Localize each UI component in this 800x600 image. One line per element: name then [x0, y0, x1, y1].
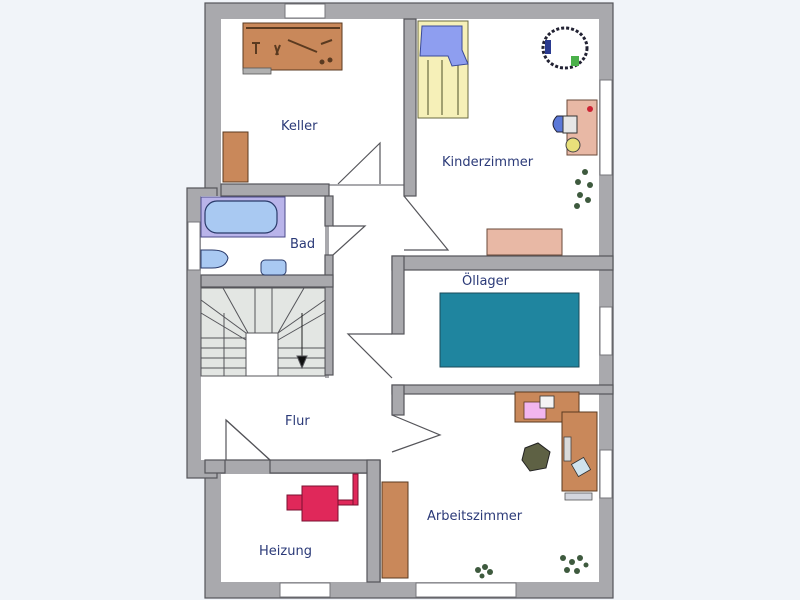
monitor — [570, 456, 592, 478]
plant-icon — [574, 169, 593, 209]
sink — [260, 259, 287, 276]
window-bad — [187, 221, 201, 271]
floor-heizung — [221, 474, 367, 582]
door-arbeitszimmer — [391, 414, 442, 453]
wall-heizung-top — [269, 459, 381, 474]
kids-sideboard — [486, 228, 563, 256]
heating-boiler — [286, 473, 359, 522]
window-kinderzimmer — [599, 79, 613, 176]
bookshelf — [381, 481, 409, 579]
printer-shelf — [564, 492, 593, 501]
room-floors — [201, 19, 599, 582]
doors — [225, 141, 450, 461]
door-heizung-leaf — [225, 419, 271, 461]
room-label-kinderzimmer: Kinderzimmer — [442, 155, 534, 170]
kids-chair-seat — [562, 115, 578, 134]
room-label-bad: Bad — [290, 237, 315, 252]
toilet — [200, 249, 229, 269]
window-arbeitszimmer-bottom — [415, 582, 517, 598]
plant-icon — [560, 555, 589, 574]
window-keller — [284, 3, 326, 19]
door-keller — [337, 141, 381, 185]
keller-furniture — [222, 22, 343, 183]
wall-arbeit-left — [391, 384, 405, 416]
stair-direction-arrow-icon — [296, 355, 308, 370]
workbench — [242, 22, 343, 71]
bed-blanket — [419, 25, 469, 67]
wall-bad-right — [324, 195, 334, 227]
door-oellager — [346, 333, 393, 379]
stool — [565, 137, 581, 153]
wall-keller-bottom — [220, 183, 330, 197]
door-bad — [332, 225, 367, 256]
wall-oel-bottom — [391, 384, 614, 395]
tools-icon — [252, 39, 333, 65]
room-label-flur: Flur — [285, 414, 310, 429]
wall-keller-kinder — [403, 18, 417, 197]
arbeitszimmer-furniture — [381, 391, 598, 579]
desk-lamp — [587, 106, 593, 112]
room-label-heizung: Heizung — [259, 544, 312, 559]
room-label-arbeitszimmer: Arbeitszimmer — [427, 509, 523, 524]
bathtub — [204, 200, 278, 234]
keller-shelf — [222, 131, 249, 183]
boiler-burner — [286, 494, 303, 511]
interior-walls — [200, 18, 614, 583]
keyboard — [563, 436, 572, 462]
plant-icon — [475, 564, 493, 579]
window-oellager — [599, 306, 613, 356]
oil-tank — [439, 292, 580, 368]
wall-kinder-bottom — [391, 255, 614, 271]
window-heizung — [279, 582, 331, 598]
room-labels: Keller Kinderzimmer Bad Öllager Flur Arb… — [259, 119, 534, 559]
papers — [539, 395, 555, 409]
wall-bad-bottom — [200, 274, 334, 288]
boiler-pipe-v — [352, 473, 359, 506]
boiler-body — [301, 485, 339, 522]
windows — [187, 3, 613, 598]
vice — [242, 67, 272, 75]
office-chair — [521, 442, 551, 472]
window-arbeitszimmer-side — [599, 449, 613, 499]
room-label-oellager: Öllager — [462, 272, 510, 289]
door-kinderzimmer — [403, 195, 450, 251]
kinderzimmer-furniture — [417, 20, 598, 256]
wall-heizung-right — [366, 459, 381, 583]
wall-oel-left — [391, 255, 405, 335]
room-label-keller: Keller — [281, 119, 318, 134]
floor-hall-top — [336, 186, 416, 256]
staircase — [200, 287, 326, 377]
toy-train-track-icon — [541, 26, 589, 70]
bad-furniture — [200, 196, 287, 276]
floor-flur — [201, 378, 391, 460]
wall-flur-left-stub — [204, 459, 226, 474]
wall-bad-right-lower — [324, 254, 334, 376]
